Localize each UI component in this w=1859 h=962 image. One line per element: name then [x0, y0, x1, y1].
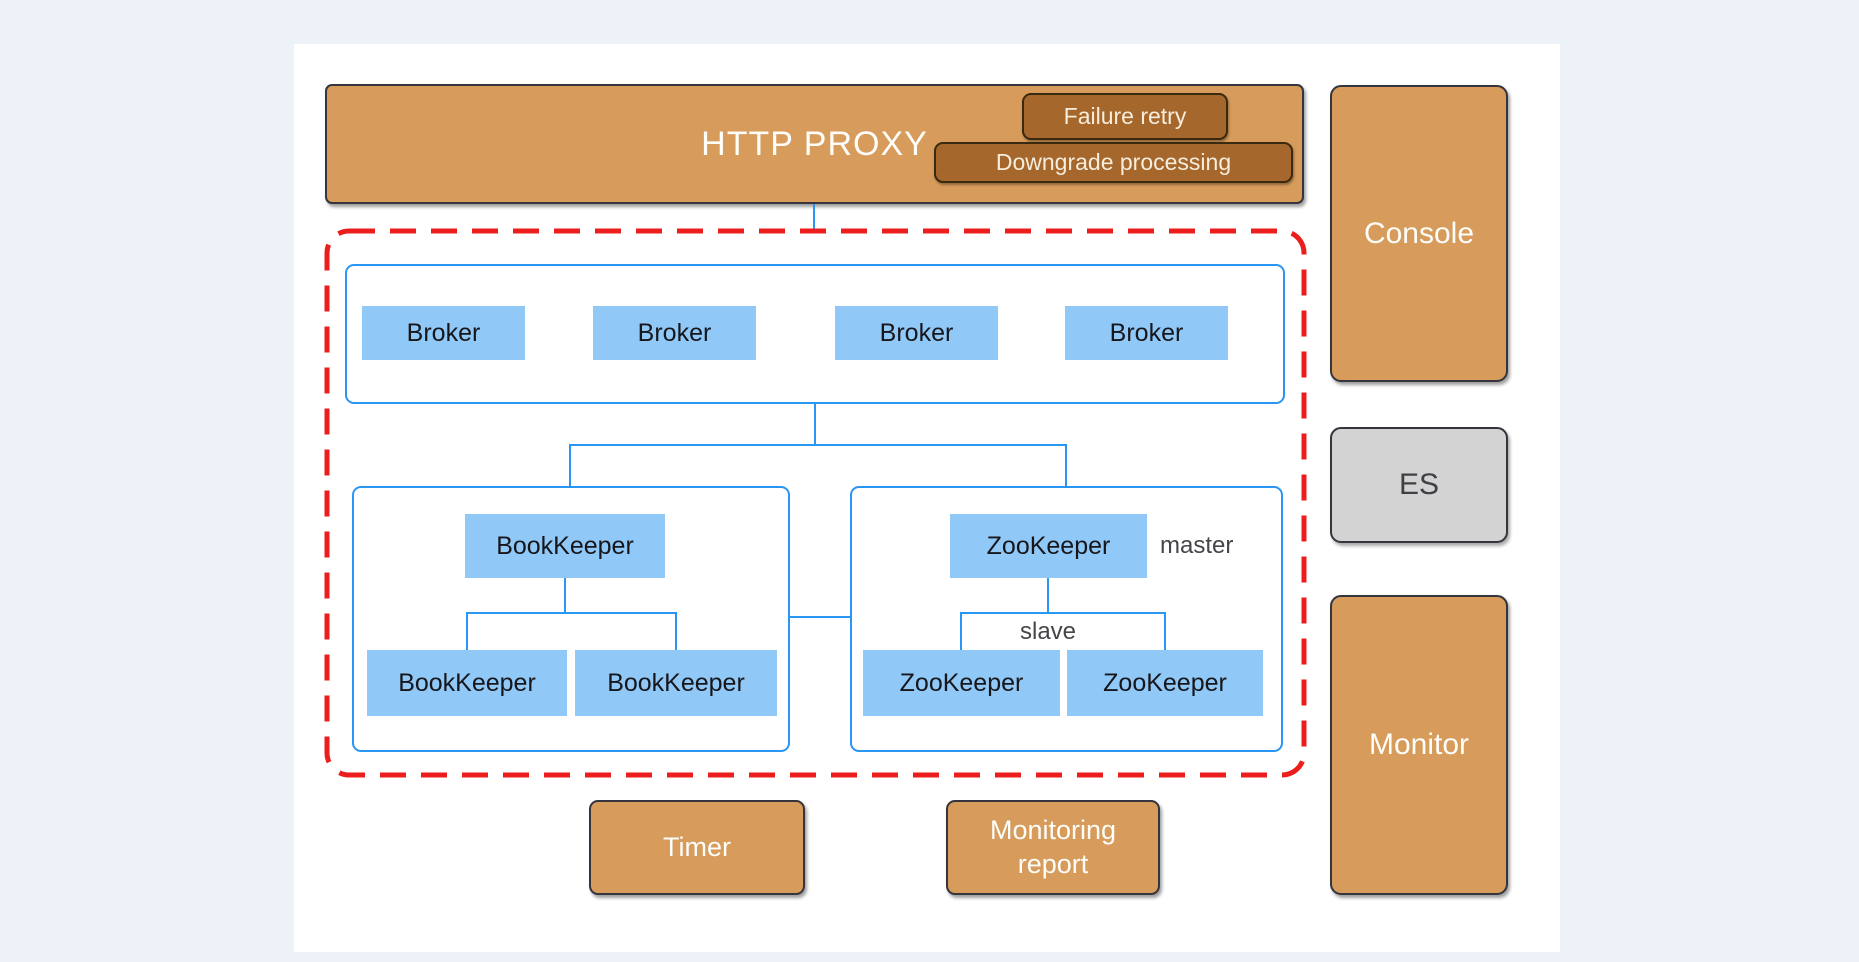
connector-bookkeeper-drop-left: [466, 612, 468, 650]
broker-label: Broker: [406, 318, 481, 347]
zookeeper-label: ZooKeeper: [899, 668, 1024, 697]
connector-split-horizontal: [569, 444, 1067, 446]
cluster-dashed-boundary: [324, 228, 1307, 778]
zookeeper-label: ZooKeeper: [1103, 668, 1227, 697]
master-role-label: master: [1160, 532, 1233, 560]
zookeeper-child-node-2: ZooKeeper: [1067, 650, 1263, 716]
monitoring-report-label: Monitoring report: [989, 814, 1117, 879]
connector-bookkeeper-bracket: [466, 612, 677, 614]
monitor-box: Monitor: [1330, 595, 1508, 895]
http-proxy-label: HTTP PROXY: [701, 124, 928, 163]
slave-label-text: slave: [1019, 618, 1077, 645]
broker-node-3: Broker: [835, 306, 998, 360]
downgrade-processing-label: Downgrade processing: [995, 149, 1232, 175]
bookkeeper-label: BookKeeper: [607, 668, 745, 697]
es-box: ES: [1330, 427, 1508, 543]
connector-zookeeper-drop-left: [960, 612, 962, 650]
connector-split-right: [1065, 444, 1067, 486]
console-box: Console: [1330, 85, 1508, 382]
bookkeeper-label: BookKeeper: [398, 668, 536, 697]
broker-label: Broker: [1109, 318, 1184, 347]
broker-label: Broker: [637, 318, 712, 347]
bookkeeper-parent-node: BookKeeper: [465, 514, 665, 578]
zookeeper-label: ZooKeeper: [986, 531, 1111, 560]
connector-bookkeeper-drop-right: [675, 612, 677, 650]
slave-role-label: slave: [1008, 618, 1088, 646]
monitor-label: Monitor: [1368, 728, 1470, 761]
bookkeeper-child-node-1: BookKeeper: [367, 650, 567, 716]
broker-label: Broker: [879, 318, 954, 347]
console-label: Console: [1363, 216, 1475, 250]
connector-broker-stem: [814, 404, 816, 444]
broker-node-2: Broker: [593, 306, 756, 360]
broker-node-4: Broker: [1065, 306, 1228, 360]
downgrade-processing-badge: Downgrade processing: [934, 142, 1293, 183]
bookkeeper-child-node-2: BookKeeper: [575, 650, 777, 716]
bookkeeper-label: BookKeeper: [496, 531, 634, 560]
connector-proxy-to-cluster: [813, 204, 815, 230]
connector-bookkeeper-stem: [564, 578, 566, 614]
timer-box: Timer: [589, 800, 805, 895]
failure-retry-label: Failure retry: [1063, 103, 1187, 129]
zookeeper-parent-node: ZooKeeper: [950, 514, 1147, 578]
connector-bookkeeper-zookeeper: [790, 616, 850, 618]
connector-zookeeper-drop-right: [1164, 612, 1166, 650]
broker-node-1: Broker: [362, 306, 525, 360]
connector-zookeeper-bracket: [960, 612, 1166, 614]
timer-label: Timer: [663, 832, 731, 862]
master-label-text: master: [1160, 532, 1234, 559]
monitoring-report-box: Monitoring report: [946, 800, 1160, 895]
es-label: ES: [1398, 468, 1440, 501]
failure-retry-badge: Failure retry: [1022, 93, 1228, 140]
zookeeper-child-node-1: ZooKeeper: [863, 650, 1060, 716]
connector-zookeeper-stem: [1047, 578, 1049, 614]
connector-split-left: [569, 444, 571, 486]
